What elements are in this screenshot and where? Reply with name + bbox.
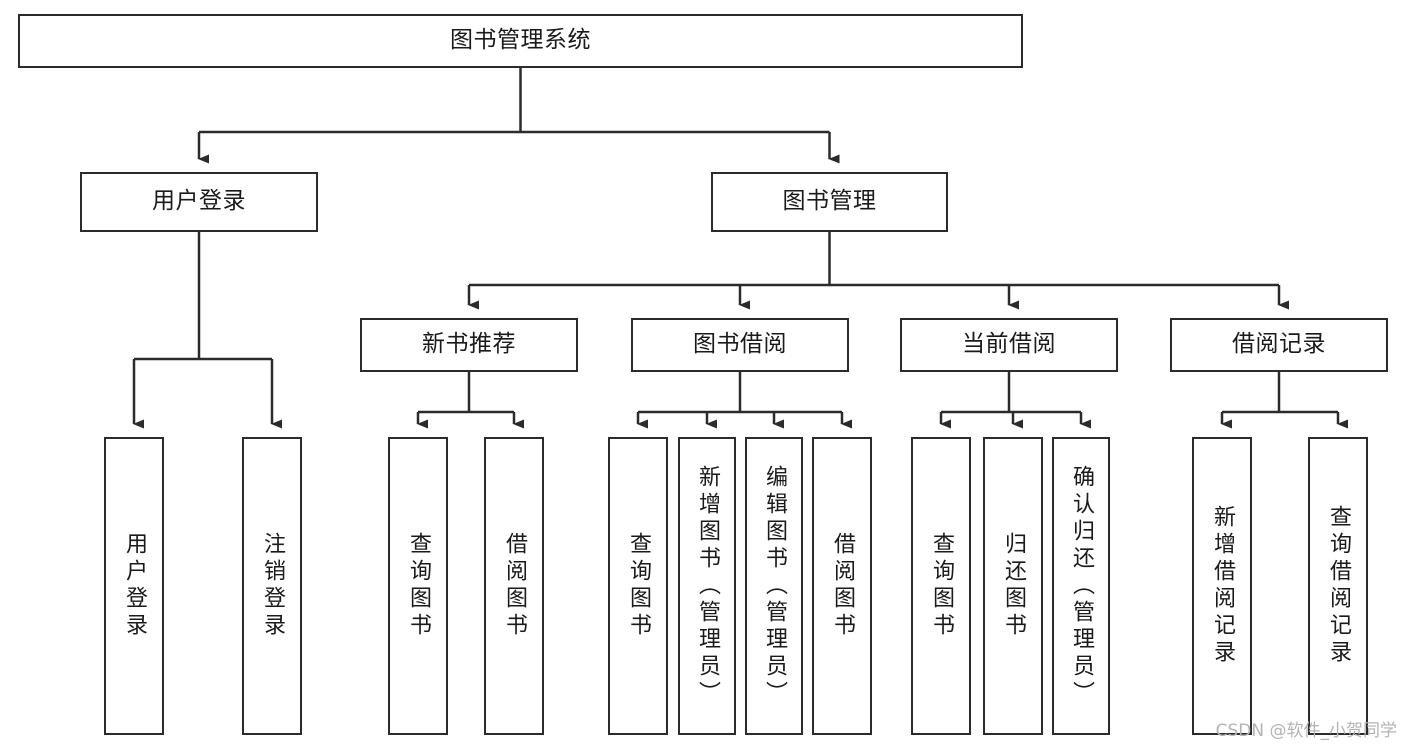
node-label: 编辑图书（管理员） xyxy=(762,464,787,708)
node-current-borrow[interactable]: 当前借阅 xyxy=(900,318,1118,372)
node-leaf-return-book[interactable]: 归还图书 xyxy=(983,437,1043,735)
node-label: 注销登录 xyxy=(260,532,285,640)
node-leaf-add-book-admin[interactable]: 新增图书（管理员） xyxy=(678,437,736,735)
node-leaf-query-book-recommend[interactable]: 查询图书 xyxy=(388,437,448,735)
node-label: 用户登录 xyxy=(152,188,246,215)
node-label: 确认归还（管理员） xyxy=(1069,464,1094,708)
node-leaf-add-borrow-record[interactable]: 新增借阅记录 xyxy=(1192,437,1252,735)
node-leaf-borrow-book[interactable]: 借阅图书 xyxy=(812,437,872,735)
node-label: 图书管理 xyxy=(782,188,877,215)
node-label: 用户登录 xyxy=(122,532,147,640)
node-label: 查询图书 xyxy=(406,532,431,640)
node-label: 图书借阅 xyxy=(693,331,787,358)
node-label: 新书推荐 xyxy=(422,331,516,358)
node-leaf-confirm-return-admin[interactable]: 确认归还（管理员） xyxy=(1052,437,1110,735)
node-label: 新增借阅记录 xyxy=(1210,505,1235,667)
node-label: 借阅图书 xyxy=(830,532,855,640)
node-leaf-edit-book-admin[interactable]: 编辑图书（管理员） xyxy=(745,437,803,735)
node-label: 图书管理系统 xyxy=(450,27,591,54)
node-leaf-query-book-current[interactable]: 查询图书 xyxy=(911,437,971,735)
node-leaf-user-login[interactable]: 用户登录 xyxy=(104,437,164,735)
node-label: 查询借阅记录 xyxy=(1326,505,1351,667)
node-new-book-recommend[interactable]: 新书推荐 xyxy=(360,318,578,372)
node-label: 归还图书 xyxy=(1001,532,1026,640)
node-leaf-query-book-borrow[interactable]: 查询图书 xyxy=(608,437,668,735)
node-borrow-record[interactable]: 借阅记录 xyxy=(1170,318,1388,372)
node-label: 借阅图书 xyxy=(502,532,527,640)
node-label: 查询图书 xyxy=(626,532,651,640)
node-user-login[interactable]: 用户登录 xyxy=(80,172,318,232)
node-label: 新增图书（管理员） xyxy=(695,464,720,708)
node-leaf-user-logout[interactable]: 注销登录 xyxy=(242,437,302,735)
node-leaf-borrow-book-recommend[interactable]: 借阅图书 xyxy=(484,437,544,735)
node-book-borrow[interactable]: 图书借阅 xyxy=(631,318,849,372)
node-label: 当前借阅 xyxy=(962,331,1056,358)
node-label: 查询图书 xyxy=(929,532,954,640)
node-label: 借阅记录 xyxy=(1232,331,1326,358)
node-root-book-management-system[interactable]: 图书管理系统 xyxy=(18,14,1023,68)
node-book-management[interactable]: 图书管理 xyxy=(711,172,948,232)
node-leaf-query-borrow-record[interactable]: 查询借阅记录 xyxy=(1308,437,1368,735)
